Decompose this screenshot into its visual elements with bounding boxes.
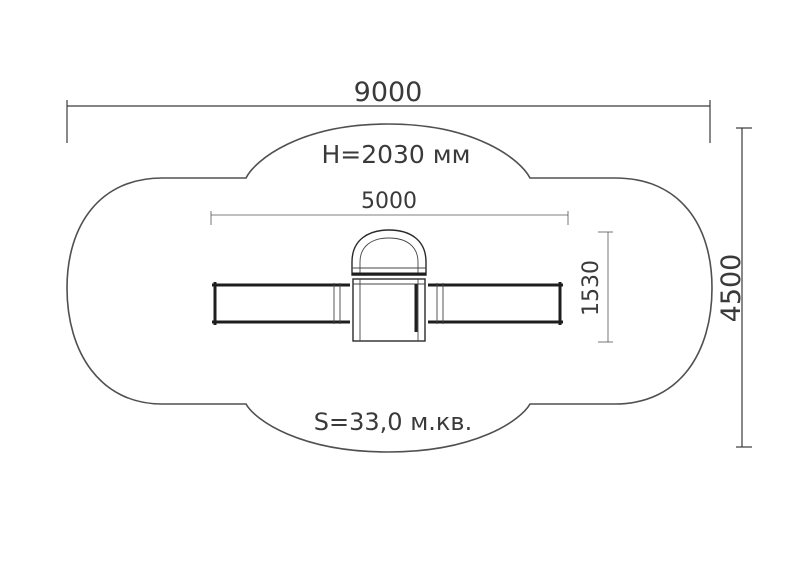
safety-zone-outline bbox=[66, 123, 713, 453]
left-beam bbox=[212, 282, 350, 325]
area-label: S=33,0 м.кв. bbox=[314, 408, 472, 436]
equipment-width-dimension: 1530 bbox=[579, 231, 613, 343]
overall-width-label: 4500 bbox=[716, 254, 747, 323]
overall-length-dimension: 9000 bbox=[66, 77, 711, 143]
equipment-length-label: 5000 bbox=[361, 189, 417, 214]
overall-length-label: 9000 bbox=[354, 77, 423, 108]
equipment-length-dimension: 5000 bbox=[210, 189, 569, 225]
equipment-width-label: 1530 bbox=[579, 260, 604, 316]
right-beam bbox=[428, 282, 563, 325]
height-label: H=2030 мм bbox=[321, 140, 470, 169]
central-tower bbox=[351, 229, 427, 342]
overall-width-dimension: 4500 bbox=[716, 127, 752, 448]
